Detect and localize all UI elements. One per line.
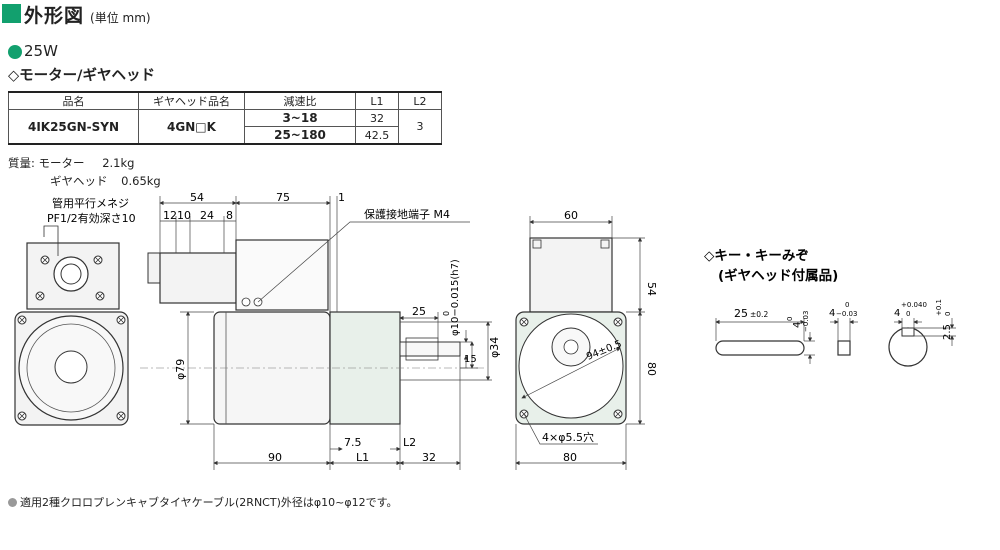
- ground-terminal-label: 保護接地端子 M4: [364, 207, 450, 221]
- dim-60: 60: [564, 209, 578, 222]
- unit-label: (単位 mm): [90, 11, 151, 25]
- key-tol-003: −0.03: [802, 311, 810, 332]
- dim-shaft: φ10−0.015(h7): [450, 259, 461, 336]
- footnote-text: 適用2種クロロプレンキャブタイヤケーブル(2RNCT)外径はφ10~φ12です。: [20, 496, 398, 509]
- dim-75: 75: [276, 191, 290, 204]
- key-drawing: [715, 327, 928, 367]
- key-subtitle: (ギヤヘッド付属品): [718, 267, 838, 284]
- power-dot: [8, 45, 22, 59]
- th-l1: L1: [355, 91, 399, 110]
- groove-tol-0c: 0: [944, 312, 952, 316]
- page-title-text: 外形図: [24, 5, 85, 27]
- dim-L2: L2: [403, 436, 416, 449]
- groove-tol-0: 0: [906, 310, 910, 318]
- key-dim-4-v: 4: [792, 322, 803, 328]
- cell-l2: 3: [398, 109, 442, 145]
- dim-90: 90: [268, 451, 282, 464]
- dim-10: 10: [177, 209, 191, 222]
- key-tol-003-h: −0.03: [836, 310, 857, 318]
- table-row: 25~180 42.5: [9, 126, 442, 145]
- side-view: [140, 239, 485, 425]
- key-dim-4-h: 4: [829, 308, 835, 319]
- pipe-thread-label-1: 管用平行メネジ: [52, 196, 129, 210]
- th-gearhead: ギヤヘッド品名: [138, 91, 245, 110]
- page-title: 外形図 (単位 mm): [24, 1, 151, 28]
- groove-tol-01: +0.1: [935, 299, 943, 316]
- dim-25: 25: [412, 305, 426, 318]
- section-subtitle: ◇モーター/ギヤヘッド: [8, 68, 155, 84]
- title-marker: [2, 4, 21, 23]
- th-ratio: 減速比: [244, 91, 356, 110]
- cell-product: 4IK25GN-SYN: [8, 109, 139, 145]
- key-section: [837, 340, 851, 356]
- cell-l1-2: 42.5: [355, 126, 399, 145]
- dim-8: 8: [226, 209, 233, 222]
- mass-motor-value: 2.1kg: [102, 156, 135, 170]
- dim-54-side: 54: [645, 282, 658, 296]
- dim-shaft-tol: 0: [442, 311, 451, 316]
- key-title: ◇キー・キーみぞ: [704, 248, 809, 264]
- dim-32: 32: [422, 451, 436, 464]
- front-view: [14, 225, 129, 426]
- mass-gearhead-label: ギヤヘッド: [50, 174, 108, 188]
- key-tol-02: ±0.2: [750, 310, 768, 319]
- dim-15: 15: [464, 354, 477, 365]
- footnote: 適用2種クロロプレンキャブタイヤケーブル(2RNCT)外径はφ10~φ12です。: [8, 494, 397, 510]
- output-shaft: [399, 341, 461, 357]
- dim-phi79: φ79: [174, 359, 187, 380]
- dim-L1: L1: [356, 451, 369, 464]
- dim-1: 1: [338, 191, 345, 204]
- key-side: [715, 340, 805, 356]
- key-tol-0: 0: [786, 317, 794, 321]
- terminal-box: [235, 239, 329, 311]
- footnote-dot: [8, 498, 17, 507]
- dim-12: 12: [163, 209, 177, 222]
- mass-motor: 質量: モーター 2.1kg: [8, 155, 134, 171]
- mass-label: 質量:: [8, 156, 35, 170]
- mass-gearhead: ギヤヘッド 0.65kg: [50, 173, 161, 189]
- dim-80-side: 80: [645, 362, 658, 376]
- rear-view: [515, 237, 627, 425]
- power-label: 25W: [24, 42, 58, 60]
- mass-motor-label: モーター: [38, 156, 85, 170]
- dim-7-5: 7.5: [344, 436, 362, 449]
- dim-24: 24: [200, 209, 214, 222]
- groove-dim-2-5: 2.5: [942, 324, 953, 340]
- mass-gearhead-value: 0.65kg: [121, 174, 161, 188]
- table-row: 4IK25GN-SYN 4GN□K 3~18 32 3: [8, 109, 442, 145]
- dim-54: 54: [190, 191, 204, 204]
- spec-table: 品名 ギヤヘッド品名 減速比 L1 L2 4IK25GN-SYN 4GN□K 3…: [8, 91, 442, 145]
- pipe-thread-label-2: PF1/2有効深さ10: [47, 211, 136, 225]
- key-dim-25: 25: [734, 307, 748, 320]
- key-tol-0-h: 0: [845, 301, 849, 309]
- cell-ratio-1: 3~18: [244, 109, 356, 127]
- groove-dim-4: 4: [894, 308, 900, 319]
- dim-holes: 4×φ5.5穴: [542, 430, 594, 444]
- groove-tol-0040: +0.040: [901, 301, 927, 309]
- cell-gearhead: 4GN□K: [138, 109, 245, 145]
- dim-80-bottom: 80: [563, 451, 577, 464]
- cell-ratio-2: 25~180: [244, 126, 356, 145]
- dim-phi34: φ34: [488, 337, 501, 358]
- cell-l1-1: 32: [355, 109, 399, 127]
